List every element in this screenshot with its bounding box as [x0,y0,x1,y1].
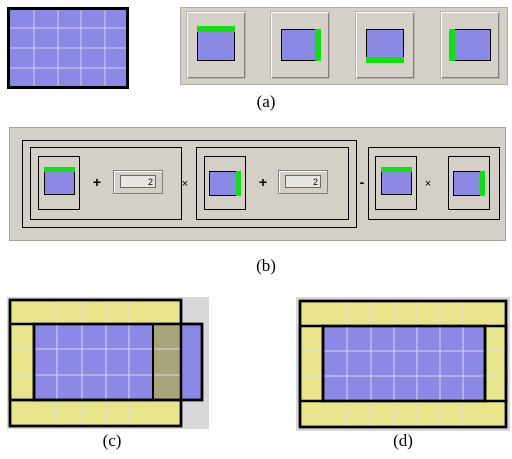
number-field[interactable]: 2 [113,170,163,194]
mini-grid [197,29,235,61]
bottom-edge-tile[interactable] [356,12,414,78]
mini-grid [366,29,404,61]
framed-layout-diagram [296,297,510,431]
outer-sum-group [22,140,357,228]
right-edge-highlight [236,171,241,196]
plus-operator: + [258,174,268,190]
base-grid [7,7,129,89]
product-group-2 [196,147,349,220]
times-operator: × [424,178,432,190]
times-operator: × [181,178,189,190]
right-edge-operand[interactable] [204,156,246,210]
right-edge-tile[interactable] [271,12,329,78]
top-edge-highlight [44,167,75,172]
caption-d: (d) [393,431,413,450]
mini-grid [453,29,491,61]
mini-grid [381,170,412,195]
right-edge-highlight [480,171,485,196]
bottom-edge-highlight [366,57,404,63]
product-group-1 [30,147,182,220]
top-edge-operand[interactable] [375,156,417,210]
caption-c: (c) [102,431,122,450]
overlap-layout-diagram [7,297,209,429]
caption-b: (b) [256,256,276,275]
top-edge-highlight [381,167,412,172]
minus-operator: - [359,174,365,190]
top-edge-operand[interactable] [38,156,80,210]
expression-panel: + 2 × + 2 - × [9,127,506,241]
number-value: 2 [120,175,156,188]
right-edge-operand[interactable] [448,156,490,210]
left-edge-highlight [449,29,455,61]
top-edge-tile[interactable] [187,12,245,78]
plus-operator: + [92,174,102,190]
number-field[interactable]: 2 [278,170,328,194]
top-edge-highlight [197,26,235,32]
edge-selector-panel [180,7,508,85]
mini-grid [281,29,319,61]
right-edge-highlight [315,29,321,61]
product-group-3 [368,147,500,220]
caption-a: (a) [256,92,276,111]
mini-grid [44,170,75,195]
number-value: 2 [285,175,321,188]
left-edge-tile[interactable] [441,12,499,78]
